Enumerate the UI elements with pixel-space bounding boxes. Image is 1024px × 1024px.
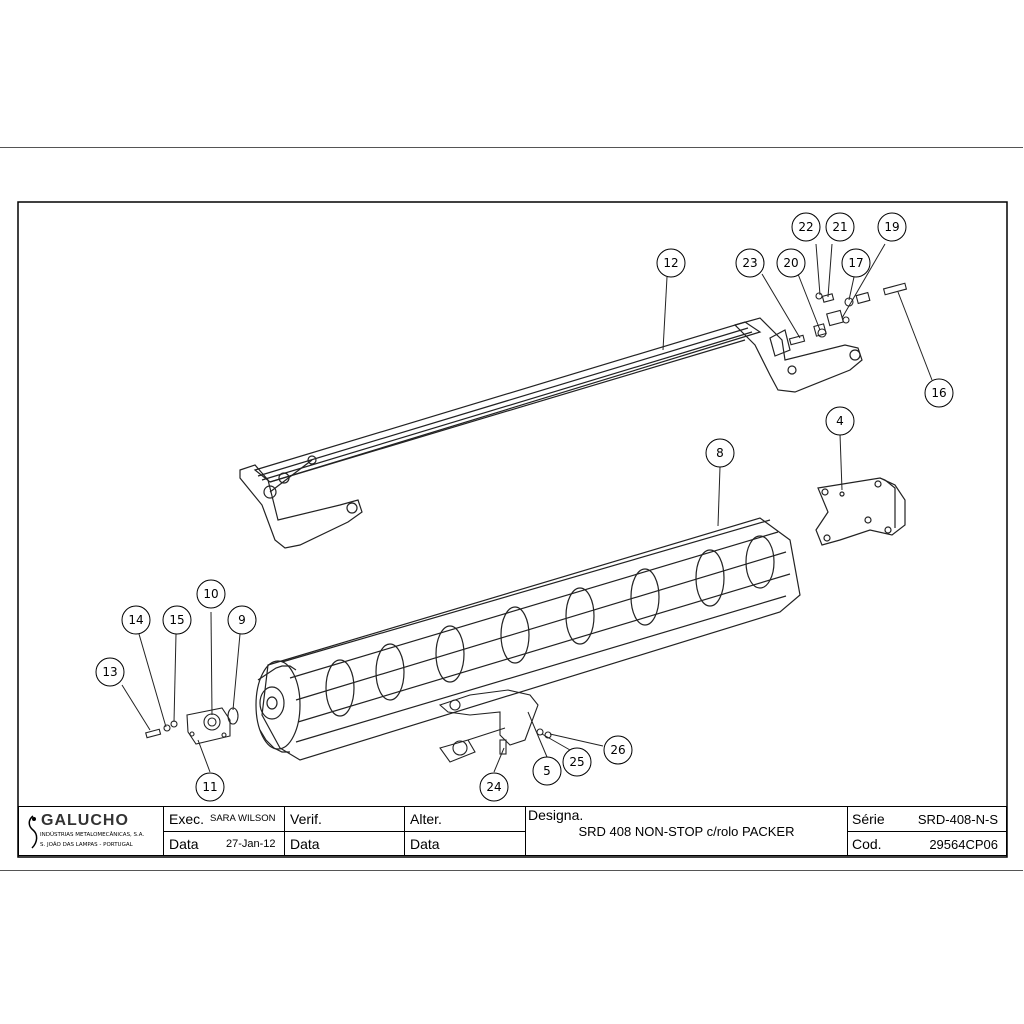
serie-cell: Série SRD-408-N-S Cod. 29564CP06 bbox=[848, 807, 1006, 855]
balloon-13: 13 bbox=[95, 657, 125, 687]
svg-text:19: 19 bbox=[884, 220, 899, 234]
balloon-19: 19 bbox=[877, 212, 907, 242]
balloon-9: 9 bbox=[227, 605, 257, 635]
balloon-15: 15 bbox=[162, 605, 192, 635]
balloon-22: 22 bbox=[791, 212, 821, 242]
balloon-4: 4 bbox=[825, 406, 855, 436]
svg-text:21: 21 bbox=[832, 220, 847, 234]
date-value: 27-Jan-12 bbox=[226, 838, 276, 850]
svg-text:23: 23 bbox=[742, 256, 757, 270]
serie-value: SRD-408-N-S bbox=[917, 812, 998, 827]
svg-text:16: 16 bbox=[931, 386, 946, 400]
code-label: Cod. bbox=[852, 836, 882, 852]
verif-cell: Verif. Data bbox=[285, 807, 405, 855]
svg-text:9: 9 bbox=[238, 613, 246, 627]
balloon-8: 8 bbox=[705, 438, 735, 468]
svg-text:14: 14 bbox=[128, 613, 143, 627]
company-cell: GALUCHO INDÚSTRIAS METALOMECÂNICAS, S.A.… bbox=[19, 807, 164, 855]
balloon-23: 23 bbox=[735, 248, 765, 278]
designation-cell: Designa. SRD 408 NON-STOP c/rolo PACKER bbox=[526, 807, 848, 855]
svg-text:12: 12 bbox=[663, 256, 678, 270]
svg-text:25: 25 bbox=[569, 755, 584, 769]
company-name: GALUCHO bbox=[41, 812, 129, 829]
svg-text:4: 4 bbox=[836, 414, 844, 428]
lower-bracket-group bbox=[438, 689, 552, 763]
exec-cell: Exec. SARA WILSON Data 27-Jan-12 bbox=[164, 807, 285, 855]
balloon-12: 12 bbox=[656, 248, 686, 278]
frame-bar-assembly bbox=[239, 317, 863, 549]
balloon-20: 20 bbox=[776, 248, 806, 278]
svg-text:8: 8 bbox=[716, 446, 724, 460]
row-divider-left bbox=[164, 831, 526, 832]
packer-roller bbox=[255, 517, 801, 761]
balloon-21: 21 bbox=[825, 212, 855, 242]
bearing-group bbox=[145, 707, 239, 745]
svg-text:11: 11 bbox=[202, 780, 217, 794]
balloons: 12 23 20 22 21 17 19 16 4 8 10 14 15 9 1… bbox=[95, 212, 954, 802]
company-subtitle-2: S. JOÃO DAS LAMPAS - PORTUGAL bbox=[40, 842, 133, 848]
exec-label: Exec. bbox=[169, 811, 205, 827]
balloon-11: 11 bbox=[195, 772, 225, 802]
balloon-10: 10 bbox=[196, 579, 226, 609]
balloon-26: 26 bbox=[603, 735, 633, 765]
exec-value: SARA WILSON bbox=[210, 813, 276, 824]
svg-text:20: 20 bbox=[783, 256, 798, 270]
verif-date-label: Data bbox=[290, 836, 320, 852]
svg-text:22: 22 bbox=[798, 220, 813, 234]
company-logo-icon bbox=[28, 815, 38, 849]
svg-text:5: 5 bbox=[543, 764, 551, 778]
svg-text:15: 15 bbox=[169, 613, 184, 627]
designation-value: SRD 408 NON-STOP c/rolo PACKER bbox=[578, 824, 795, 839]
balloon-25: 25 bbox=[562, 747, 592, 777]
code-value: 29564CP06 bbox=[929, 837, 998, 852]
leader-lines bbox=[121, 243, 933, 773]
balloon-14: 14 bbox=[121, 605, 151, 635]
svg-text:10: 10 bbox=[203, 587, 218, 601]
svg-text:24: 24 bbox=[486, 780, 501, 794]
serie-label: Série bbox=[852, 811, 885, 827]
verif-label: Verif. bbox=[290, 811, 322, 827]
date-label: Data bbox=[169, 836, 199, 852]
svg-text:17: 17 bbox=[848, 256, 863, 270]
drawing-frame bbox=[17, 201, 1008, 858]
balloon-24: 24 bbox=[479, 772, 509, 802]
upper-hardware bbox=[788, 282, 908, 346]
balloon-17: 17 bbox=[841, 248, 871, 278]
company-subtitle-1: INDÚSTRIAS METALOMECÂNICAS, S.A. bbox=[40, 832, 145, 838]
svg-text:13: 13 bbox=[102, 665, 117, 679]
alter-date-label: Data bbox=[410, 836, 440, 852]
designation-label: Designa. bbox=[528, 807, 584, 823]
row-divider-right bbox=[848, 831, 1006, 832]
sheet-border bbox=[0, 147, 1023, 871]
balloon-16: 16 bbox=[924, 378, 954, 408]
title-block: GALUCHO INDÚSTRIAS METALOMECÂNICAS, S.A.… bbox=[18, 806, 1007, 856]
balloon-5: 5 bbox=[532, 756, 562, 786]
svg-text:26: 26 bbox=[610, 743, 625, 757]
alter-label: Alter. bbox=[410, 811, 442, 827]
side-plate bbox=[815, 477, 906, 546]
